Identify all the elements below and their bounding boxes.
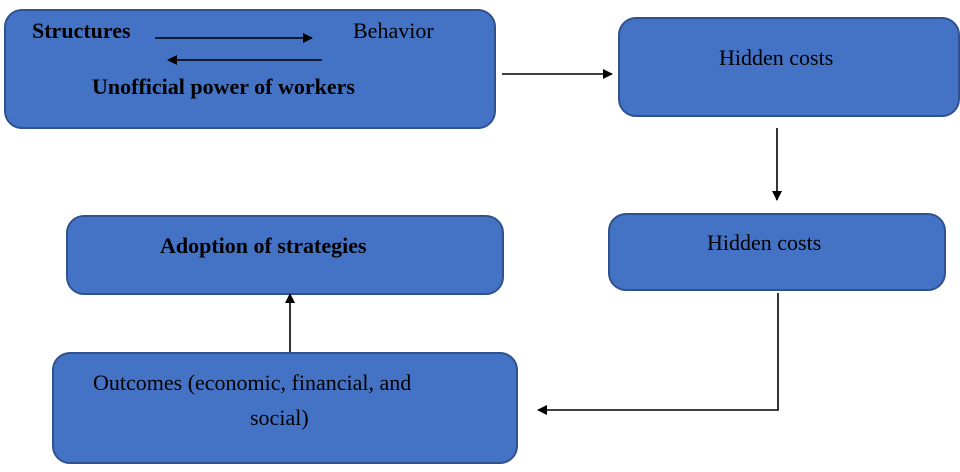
hidden-costs-label-top: Hidden costs [719,45,834,70]
hidden-costs-box-top [618,17,960,117]
unofficial-power-label: Unofficial power of workers [92,74,355,99]
hidden-costs-label-middle: Hidden costs [707,230,822,255]
outcomes-box [52,352,518,464]
hidden-costs-box-middle [608,213,946,291]
adoption-of-strategies-label: Adoption of strategies [160,233,367,258]
structures-behavior-box [4,9,496,129]
outcomes-label-line1: Outcomes (economic, financial, and [93,370,412,395]
hidden-costs-to-outcomes-arrow [537,293,779,415]
outcomes-label-line2: social) [250,405,309,430]
behavior-label: Behavior [353,18,434,43]
structures-label: Structures [32,18,131,43]
adoption-of-strategies-box [66,215,504,295]
